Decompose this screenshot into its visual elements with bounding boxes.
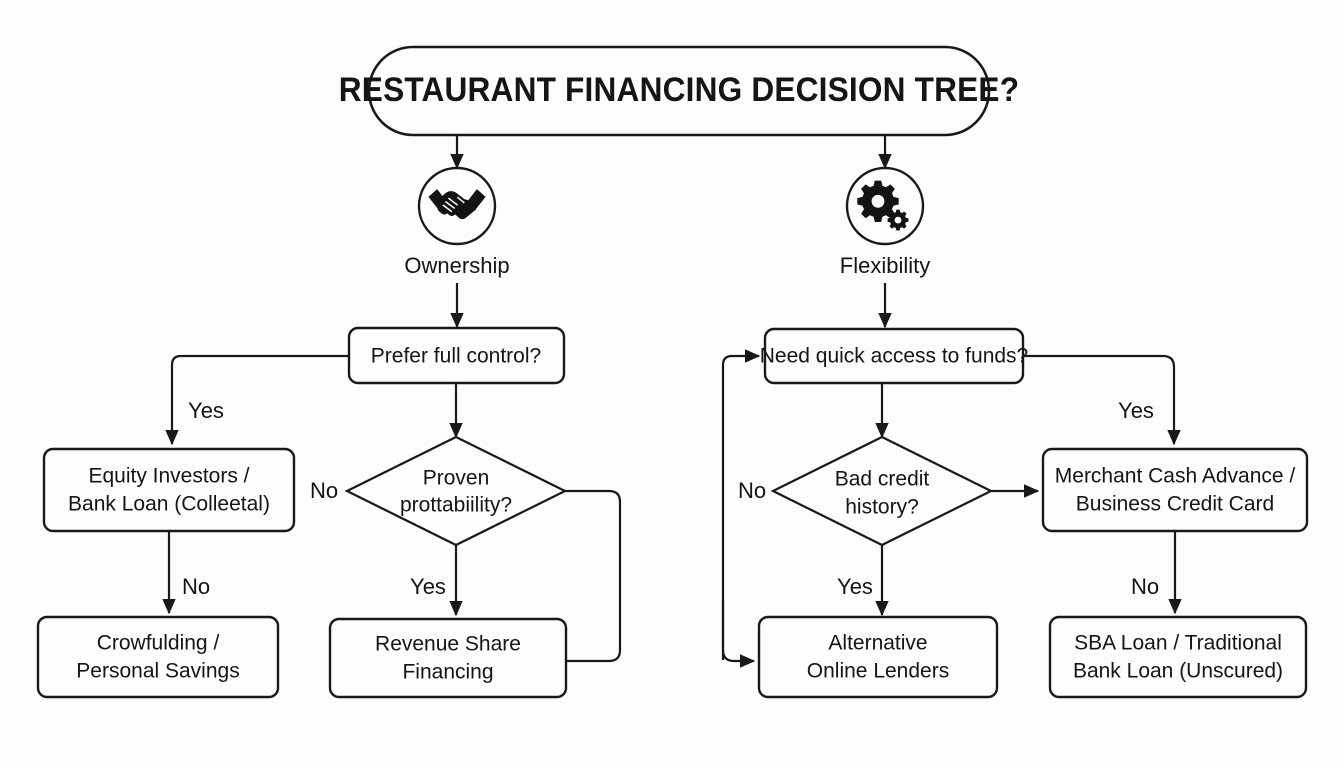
node-merchant-line2: Business Credit Card (1076, 493, 1274, 516)
node-alternative: Alternative Online Lenders (757, 615, 999, 699)
node-sba-shape (1048, 615, 1308, 699)
edge-label-proven-no: No (310, 478, 338, 503)
edge-quick-yes (1023, 354, 1181, 446)
node-revenue-share: Revenue Share Financing (328, 617, 568, 699)
node-equity-line2: Bank Loan (Colleetal) (68, 493, 270, 516)
node-alternative-shape (757, 615, 999, 699)
node-sba-line2: Bank Loan (Unscured) (1073, 660, 1283, 683)
handshake-icon (428, 189, 486, 220)
node-equity: Equity Investors / Bank Loan (Colleetal) (42, 447, 296, 533)
node-bad-credit-line1: Bad credit (835, 468, 930, 491)
node-crowdfunding-line1: Crowfulding / (97, 632, 220, 655)
node-revenue-line2: Financing (402, 661, 493, 684)
edge-credit-no-down-to-alternative (721, 600, 756, 668)
flexibility-icon-circle (845, 166, 925, 246)
edge-credit-no-up-to-quick-access (721, 349, 761, 660)
node-quick-access-label: Need quick access to funds? (760, 345, 1029, 368)
node-bad-credit-shape (770, 435, 994, 547)
node-crowdfunding-line2: Personal Savings (76, 660, 239, 683)
ownership-branch: Ownership (404, 166, 510, 278)
node-crowdfunding: Crowfulding / Personal Savings (36, 615, 280, 699)
node-equity-shape (42, 447, 296, 533)
node-crowdfunding-shape (36, 615, 280, 699)
node-revenue-line1: Revenue Share (375, 633, 521, 656)
page-title: RESTAURANT FINANCING DECISION TREE? (339, 70, 1019, 108)
ownership-icon-circle (417, 166, 497, 246)
node-sba-line1: SBA Loan / Traditional (1074, 632, 1282, 655)
node-proven-line2: prottabiility? (400, 494, 512, 517)
edge-label-proven-yes: Yes (410, 574, 446, 599)
node-bad-credit: Bad credit history? (770, 435, 994, 547)
node-prefer-control-label: Prefer full control? (371, 345, 541, 368)
flexibility-branch: Flexibility (840, 166, 930, 278)
node-bad-credit-line2: history? (845, 496, 919, 519)
node-merchant: Merchant Cash Advance / Business Credit … (1041, 447, 1309, 533)
edge-label-merchant-no: No (1131, 574, 1159, 599)
edge-label-control-yes: Yes (188, 398, 224, 423)
edge-control-yes (165, 354, 349, 446)
node-revenue-share-shape (328, 617, 568, 699)
node-alternative-line2: Online Lenders (807, 660, 949, 683)
edge-label-credit-no: No (738, 478, 766, 503)
node-alternative-line1: Alternative (828, 632, 927, 655)
flexibility-label: Flexibility (840, 253, 930, 278)
title-shape (367, 45, 991, 137)
edge-label-equity-no: No (182, 574, 210, 599)
edge-label-quick-yes: Yes (1118, 398, 1154, 423)
edge-proven-no-loop (565, 489, 622, 663)
edge-label-credit-yes: Yes (837, 574, 873, 599)
node-proven-profitability-shape (344, 435, 568, 547)
node-quick-access: Need quick access to funds? (760, 327, 1029, 385)
gears-icon (857, 180, 909, 231)
node-prefer-control: Prefer full control? (347, 326, 566, 385)
node-merchant-line1: Merchant Cash Advance / (1055, 465, 1296, 488)
node-proven-line1: Proven (423, 467, 490, 490)
node-proven-profitability: Proven prottabiility? (344, 435, 568, 547)
ownership-label: Ownership (404, 253, 509, 278)
node-equity-line1: Equity Investors / (88, 465, 249, 488)
node-merchant-shape (1041, 447, 1309, 533)
node-sba: SBA Loan / Traditional Bank Loan (Unscur… (1048, 615, 1308, 699)
title-node: RESTAURANT FINANCING DECISION TREE? (339, 45, 1019, 137)
